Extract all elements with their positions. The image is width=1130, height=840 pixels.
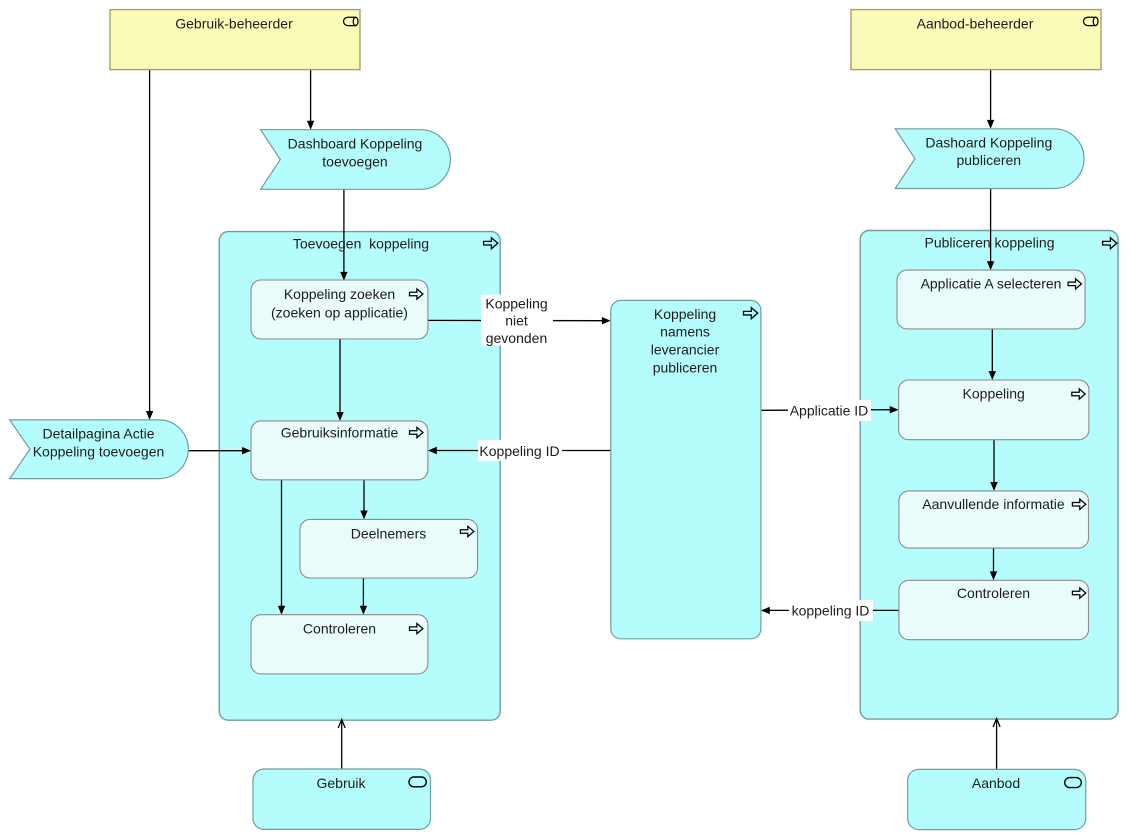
- svg-text:koppeling ID: koppeling ID: [792, 603, 870, 619]
- svg-text:Koppeling toevoegen: Koppeling toevoegen: [33, 444, 165, 460]
- svg-text:niet: niet: [505, 312, 528, 328]
- svg-text:Koppeling: Koppeling: [654, 306, 716, 322]
- svg-text:Koppeling: Koppeling: [963, 385, 1025, 401]
- svg-text:Gebruik: Gebruik: [316, 775, 366, 791]
- svg-text:Aanbod-beheerder: Aanbod-beheerder: [917, 16, 1034, 32]
- svg-text:publiceren: publiceren: [653, 360, 718, 376]
- svg-text:gevonden: gevonden: [486, 330, 548, 346]
- svg-text:Publiceren koppeling: Publiceren koppeling: [925, 235, 1055, 251]
- svg-text:Controleren: Controleren: [957, 585, 1030, 601]
- svg-text:Detailpagina Actie: Detailpagina Actie: [42, 426, 154, 442]
- svg-text:Aanvullende informatie: Aanvullende informatie: [922, 496, 1065, 512]
- svg-text:Gebruiksinformatie: Gebruiksinformatie: [281, 424, 399, 440]
- svg-text:Dashoard Koppeling: Dashoard Koppeling: [925, 135, 1052, 151]
- svg-text:Applicatie ID: Applicatie ID: [790, 403, 869, 419]
- svg-text:Deelnemers: Deelnemers: [351, 526, 426, 542]
- svg-text:Toevoegen koppeling: Toevoegen koppeling: [293, 236, 429, 252]
- svg-text:Gebruik-beheerder: Gebruik-beheerder: [175, 16, 293, 32]
- svg-text:Dashboard Koppeling: Dashboard Koppeling: [288, 136, 423, 152]
- svg-text:Koppeling: Koppeling: [485, 295, 547, 311]
- svg-text:Koppeling ID: Koppeling ID: [479, 443, 559, 459]
- svg-text:namens: namens: [660, 324, 710, 340]
- svg-text:toevoegen: toevoegen: [322, 154, 387, 170]
- svg-text:Controleren: Controleren: [303, 620, 376, 636]
- svg-text:(zoeken op applicatie): (zoeken op applicatie): [271, 304, 408, 320]
- svg-text:Aanbod: Aanbod: [972, 775, 1020, 791]
- svg-text:publiceren: publiceren: [956, 152, 1021, 168]
- svg-text:Applicatie A selecteren: Applicatie A selecteren: [921, 275, 1062, 291]
- svg-text:Koppeling zoeken: Koppeling zoeken: [284, 286, 395, 302]
- svg-text:leverancier: leverancier: [651, 341, 720, 357]
